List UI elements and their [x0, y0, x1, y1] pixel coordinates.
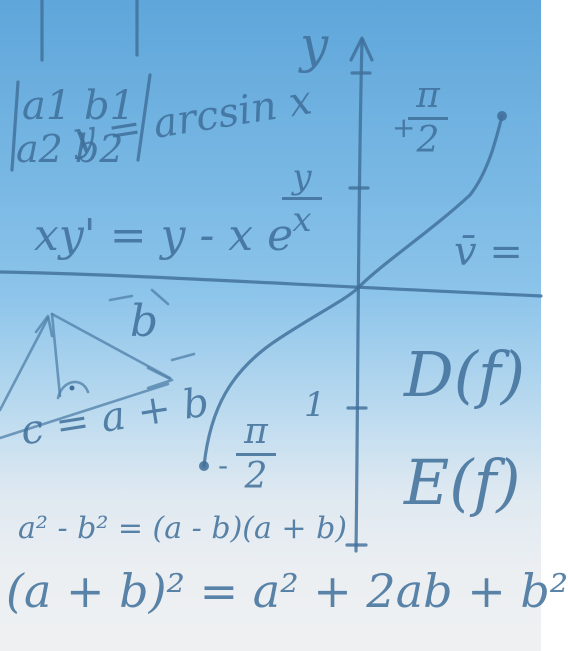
exponent-fraction-bar [282, 197, 322, 200]
exponent-numerator: y [292, 157, 312, 197]
curve-endpoint-low [199, 461, 209, 471]
determinant-bar-right [136, 73, 152, 162]
vector-b-arrowhead [146, 366, 174, 390]
drawing-layer [0, 0, 543, 553]
domain-note: D(f) [404, 338, 526, 411]
triangle-height-line [50, 312, 62, 398]
y-axis-label: y [300, 16, 329, 74]
vector-b-line [50, 312, 172, 380]
two-bottom: 2 [244, 456, 268, 497]
right-angle-dot [69, 385, 75, 391]
exponent-denominator: x [292, 200, 312, 240]
vector-c-line [0, 382, 170, 440]
minus-sign: - [218, 449, 229, 482]
arcsin-curve [202, 114, 504, 468]
pi-top-fraction-bar [408, 117, 448, 120]
pi-bottom-fraction-bar [236, 453, 276, 456]
plus-sign: + [392, 111, 416, 144]
vector-b-overbar [108, 294, 134, 302]
determinant-bar-left [10, 80, 20, 172]
range-note: E(f) [404, 446, 521, 519]
y-axis-arrow [349, 36, 374, 62]
y-axis-line [354, 38, 364, 553]
two-top: 2 [416, 120, 440, 161]
vector-b-overbar-2 [170, 352, 196, 362]
right-angle-arc [56, 380, 90, 400]
matrix-row-1: a1 b1 [22, 83, 136, 129]
vector-a-line [0, 316, 50, 412]
matrix-row-2: a2 b2 [16, 127, 124, 171]
pi-bottom: π [244, 411, 268, 452]
pi-over-two-top: π 2 [408, 78, 448, 159]
tick-label-one: 1 [304, 385, 326, 425]
vector-v-note: v̄ = [454, 229, 523, 275]
curve-endpoint-high [497, 111, 507, 121]
vector-b-label: b [130, 296, 159, 347]
difference-of-squares-formula: a² - b² = (a - b)(a + b) [18, 511, 347, 546]
pi-top: π [416, 75, 440, 116]
vector-b-tick [150, 288, 170, 306]
diff-equation-exponent: y x [282, 160, 322, 237]
vector-a-arrowhead [34, 314, 54, 338]
x-axis-line [0, 270, 543, 298]
square-of-sum-formula: (a + b)² = a² + 2ab + b² [6, 564, 568, 618]
pi-over-two-bottom: π 2 [236, 414, 276, 495]
diff-equation: xy' = y - x e [34, 210, 294, 261]
